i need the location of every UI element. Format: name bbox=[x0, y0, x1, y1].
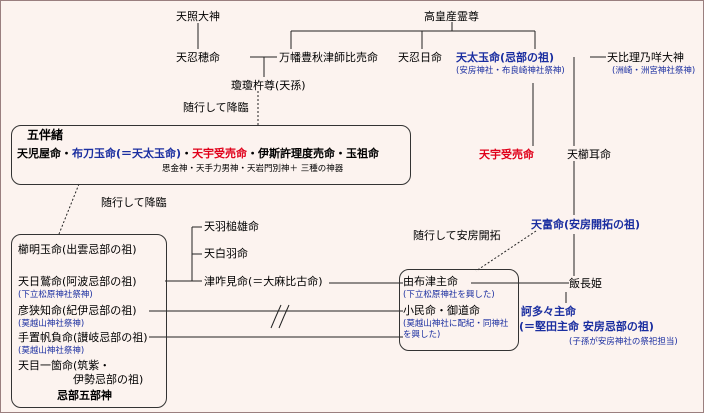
uzume-text: 天宇受売命 bbox=[192, 147, 248, 160]
gobanzu-title: 五伴緒 bbox=[27, 128, 64, 142]
koshio-label: 小民命・御道命 bbox=[403, 304, 480, 317]
line-gobanzu-dotted bbox=[58, 183, 80, 235]
mahitotsu-label-a: 天目一箇命(筑紫・ bbox=[18, 359, 111, 372]
separator-text: ・ bbox=[181, 147, 193, 160]
taoki-label: 手置帆負命(讃岐忌部の祖) bbox=[18, 331, 148, 344]
imbe-footer: 忌部五部神 bbox=[57, 389, 112, 402]
takamimusubi-label: 高皇産霊尊 bbox=[424, 10, 479, 23]
yufutsu-label: 由布津主命 bbox=[403, 275, 458, 288]
yorozuhata-label: 万幡豊秋津師比売命 bbox=[279, 51, 378, 64]
hirihime-label: 天比理乃咩大神 bbox=[607, 51, 684, 64]
iinagahime-label: 飯長姫 bbox=[569, 277, 602, 290]
katatama-label: 訶多々主命 bbox=[521, 305, 576, 318]
yufutsu-box bbox=[399, 269, 519, 351]
mahitotsu-label-b: 伊勢忌部の祖) bbox=[73, 373, 144, 386]
hiwashi-label: 天日鷲命(阿波忌部の祖) bbox=[18, 275, 137, 288]
futodama-label: 天太玉命(忌部の祖) bbox=[456, 51, 555, 64]
yufutsu-note: (下立松原神社を興した) bbox=[403, 290, 495, 300]
break-mark-1 bbox=[270, 304, 282, 329]
shiraba-label: 天白羽命 bbox=[204, 247, 248, 260]
hiwashi-note: (下立松原神社祭神) bbox=[18, 290, 93, 300]
gobanzu-line2: 思金神・天手力男神・天岩門別神＋ 三種の神器 bbox=[162, 164, 344, 174]
tsukui-label: 津咋見命(＝大麻比古命) bbox=[204, 275, 323, 288]
amaterasu-label: 天照大神 bbox=[176, 10, 220, 23]
hikosashi-label: 彦狭知命(紀伊忌部の祖) bbox=[18, 304, 137, 317]
oshihi-label: 天忍日命 bbox=[398, 51, 442, 64]
kushiakaru-label: 櫛明玉命(出雲忌部の祖) bbox=[18, 243, 137, 256]
koshio-note-2: を興した) bbox=[403, 330, 441, 340]
imbe-box bbox=[11, 234, 167, 408]
ametomi-label: 天富命(安房開拓の祖) bbox=[531, 218, 641, 231]
koshio-note-1: (莫越山神社に配紀・同神社 bbox=[403, 319, 509, 329]
futotama-alt-text: 布刀玉命(＝天太玉命) bbox=[72, 147, 182, 160]
gobanzu-box bbox=[11, 125, 411, 185]
uzume-right-label: 天宇受売命 bbox=[479, 148, 534, 161]
futodama-shrine-note: (安房神社・布良崎神社祭神) bbox=[456, 66, 565, 76]
koyane-text: 天児屋命・ bbox=[17, 147, 72, 160]
katatama-alias: (＝堅田主命 安房忌部の祖) bbox=[519, 320, 654, 333]
hawashi-label: 天羽槌雄命 bbox=[204, 220, 259, 233]
zuiko-awa-label: 随行して安房開拓 bbox=[413, 229, 501, 242]
kushimimi-label: 天櫛耳命 bbox=[567, 148, 611, 161]
break-mark-2 bbox=[278, 304, 290, 329]
ishikori-tamaoya-text: ・伊斯許理度売命・玉祖命 bbox=[247, 147, 380, 160]
zuiko-koji-label-1: 随行して降臨 bbox=[183, 101, 249, 114]
taoki-note: (莫越山神社祭神) bbox=[18, 346, 85, 356]
hirihime-shrine-note: (洲崎・洲宮神社祭神) bbox=[612, 66, 696, 76]
line-ametomi-dotted bbox=[475, 230, 537, 272]
zuiko-koji-label-2: 随行して降臨 bbox=[101, 196, 167, 209]
ninigi-label: 瓊瓊杵尊(天孫) bbox=[231, 79, 306, 92]
katatama-note: (子孫が安房神社の祭祀担当) bbox=[569, 337, 678, 347]
oshiho-label: 天忍穂命 bbox=[176, 51, 220, 64]
gobanzu-line1: 天児屋命・布刀玉命(＝天太玉命)・天宇受売命・伊斯許理度売命・玉祖命 bbox=[17, 147, 379, 160]
hikosashi-note: (莫越山神社祭神) bbox=[18, 319, 85, 329]
